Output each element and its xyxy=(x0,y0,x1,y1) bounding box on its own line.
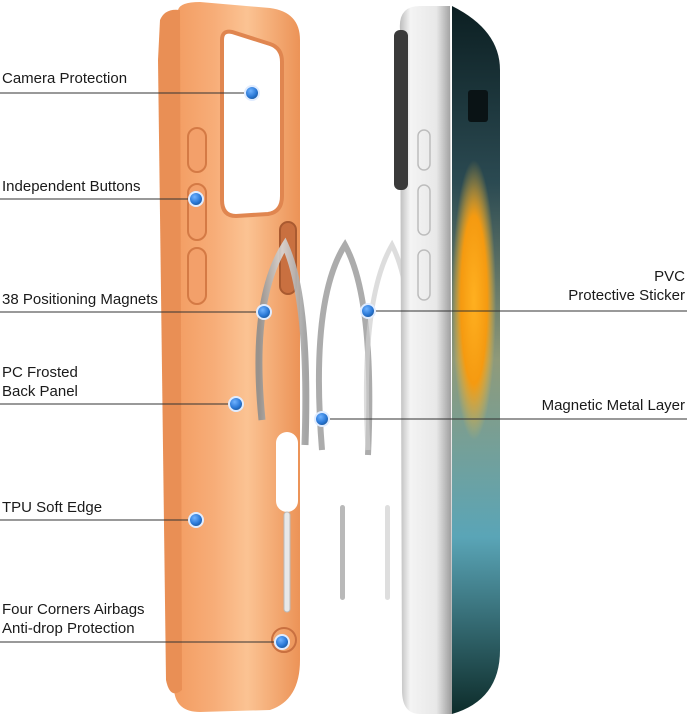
dot-camera-protection xyxy=(244,85,260,101)
dot-soft-edge xyxy=(188,512,204,528)
label-four-corners-airbags: Four Corners Airbags Anti-drop Protectio… xyxy=(2,601,145,637)
dot-independent-buttons xyxy=(188,191,204,207)
label-magnetic-metal-layer: Magnetic Metal Layer xyxy=(541,397,685,414)
label-independent-buttons: Independent Buttons xyxy=(2,178,141,195)
dot-positioning-magnets xyxy=(256,304,272,320)
label-pvc-protective-sticker: PVC Protective Sticker xyxy=(568,268,685,304)
callout-dots xyxy=(188,85,376,650)
label-pc-frosted-back-panel: PC Frosted Back Panel xyxy=(2,364,78,400)
dot-corner-airbags xyxy=(274,634,290,650)
phone-case xyxy=(158,2,300,712)
dot-pvc-sticker xyxy=(360,303,376,319)
label-camera-protection: Camera Protection xyxy=(2,70,128,87)
dot-magnetic-metal-layer xyxy=(314,411,330,427)
phone xyxy=(394,6,500,714)
leader-lines xyxy=(0,92,687,643)
dot-back-panel xyxy=(228,396,244,412)
label-tpu-soft-edge: TPU Soft Edge xyxy=(2,499,103,516)
label-positioning-magnets: 38 Positioning Magnets xyxy=(2,291,158,308)
